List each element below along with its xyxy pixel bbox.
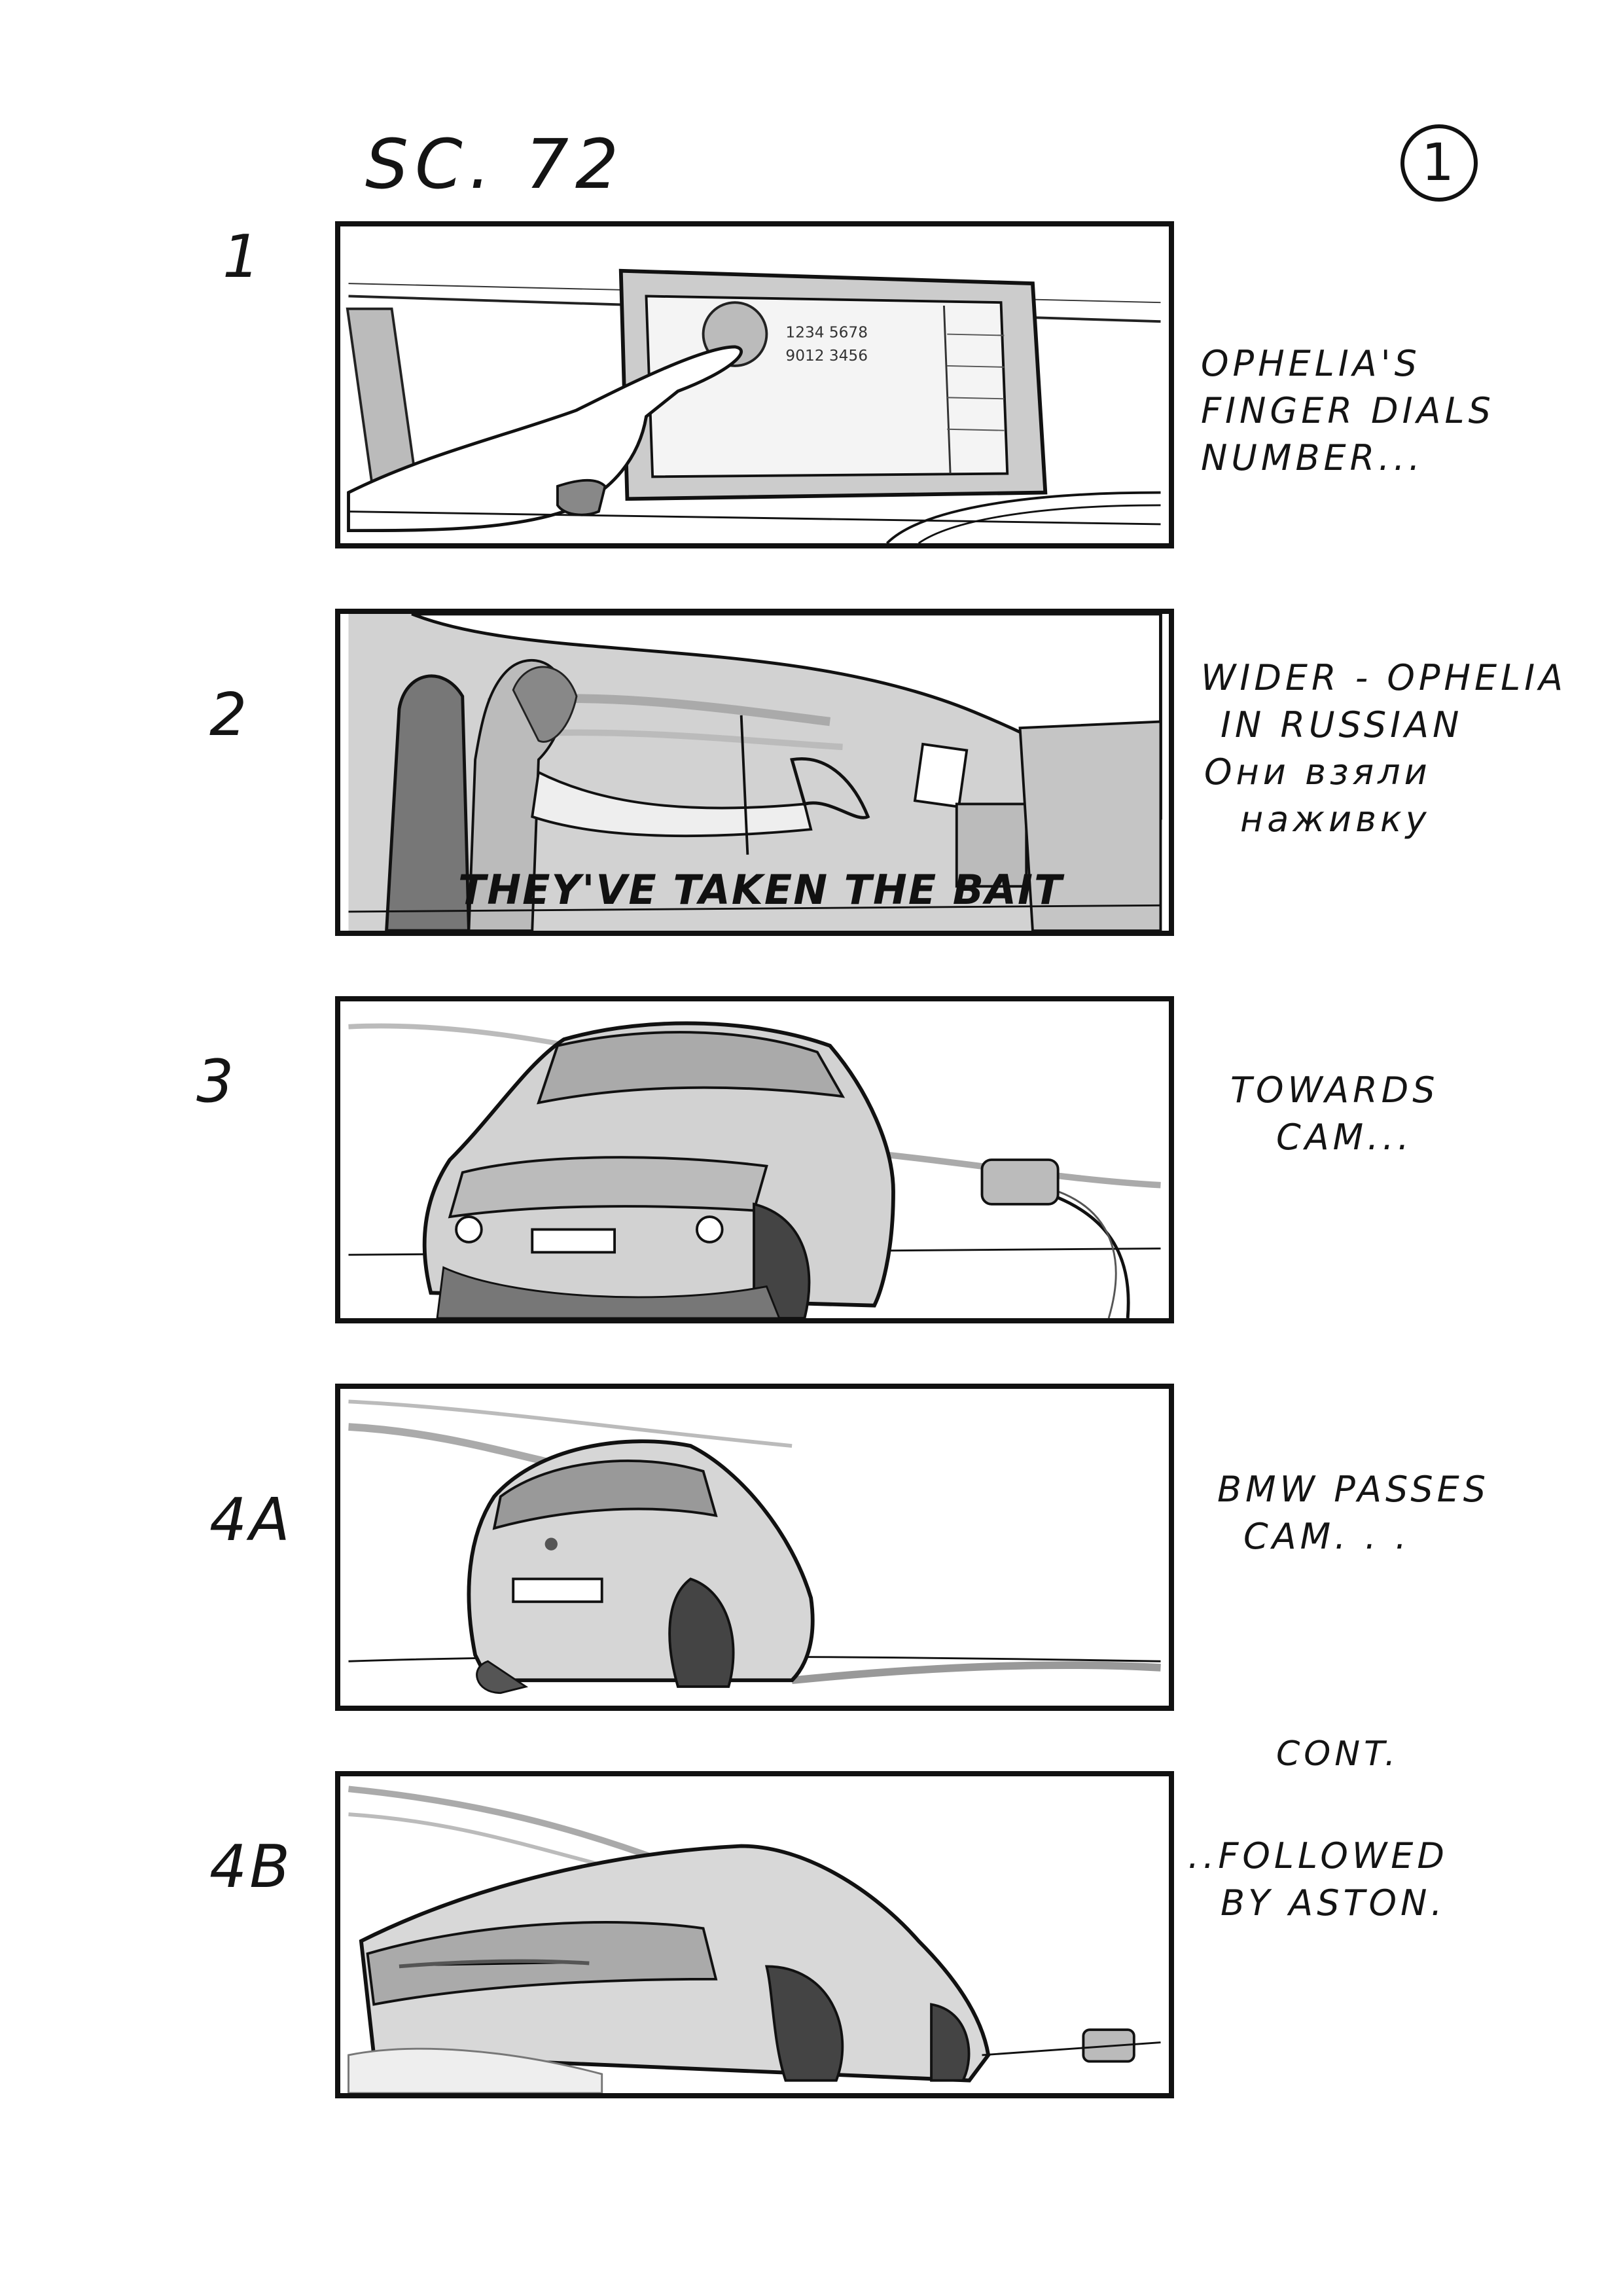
panel-frame-1: 1234 5678 9012 3456 bbox=[335, 221, 1174, 548]
panel-number: 3 bbox=[196, 1047, 237, 1116]
continued-note: CONT. bbox=[1276, 1734, 1400, 1774]
screen-number-line-2: 9012 3456 bbox=[785, 347, 868, 365]
panel-2-drawing bbox=[348, 614, 1162, 931]
panel-number: 4A bbox=[209, 1486, 293, 1554]
panel-notes-1: OPHELIA'S FINGER DIALS NUMBER... bbox=[1201, 343, 1495, 478]
panel-frame-4b bbox=[335, 1771, 1174, 2098]
panel-number: 4B bbox=[209, 1833, 293, 1901]
subtitle-caption: THEY'VE TAKEN THE BAIT bbox=[458, 866, 1063, 914]
panel-notes-4b: ..FOLLOWED BY ASTON. bbox=[1188, 1835, 1449, 1924]
panel-frame-4a bbox=[335, 1384, 1174, 1711]
page-number-badge: 1 bbox=[1400, 124, 1478, 202]
panel-frame-2: THEY'VE TAKEN THE BAIT bbox=[335, 609, 1174, 936]
panel-4b-drawing bbox=[348, 1776, 1161, 2093]
scene-title: SC. 72 bbox=[365, 124, 626, 204]
panel-1-drawing: 1234 5678 9012 3456 bbox=[346, 226, 1161, 543]
panel-number: 2 bbox=[209, 681, 250, 749]
screen-number-line-1: 1234 5678 bbox=[785, 323, 868, 341]
panel-frame-3 bbox=[335, 996, 1174, 1323]
panel-4a-drawing bbox=[348, 1389, 1161, 1706]
panel-notes-2: WIDER - OPHELIA IN RUSSIAN Они взяли наж… bbox=[1201, 657, 1567, 840]
panel-notes-3: TOWARDS CAM... bbox=[1230, 1069, 1439, 1158]
panel-3-drawing bbox=[348, 1001, 1161, 1318]
panel-notes-4a: BMW PASSES CAM. . . bbox=[1217, 1469, 1490, 1557]
panel-number: 1 bbox=[223, 223, 263, 291]
